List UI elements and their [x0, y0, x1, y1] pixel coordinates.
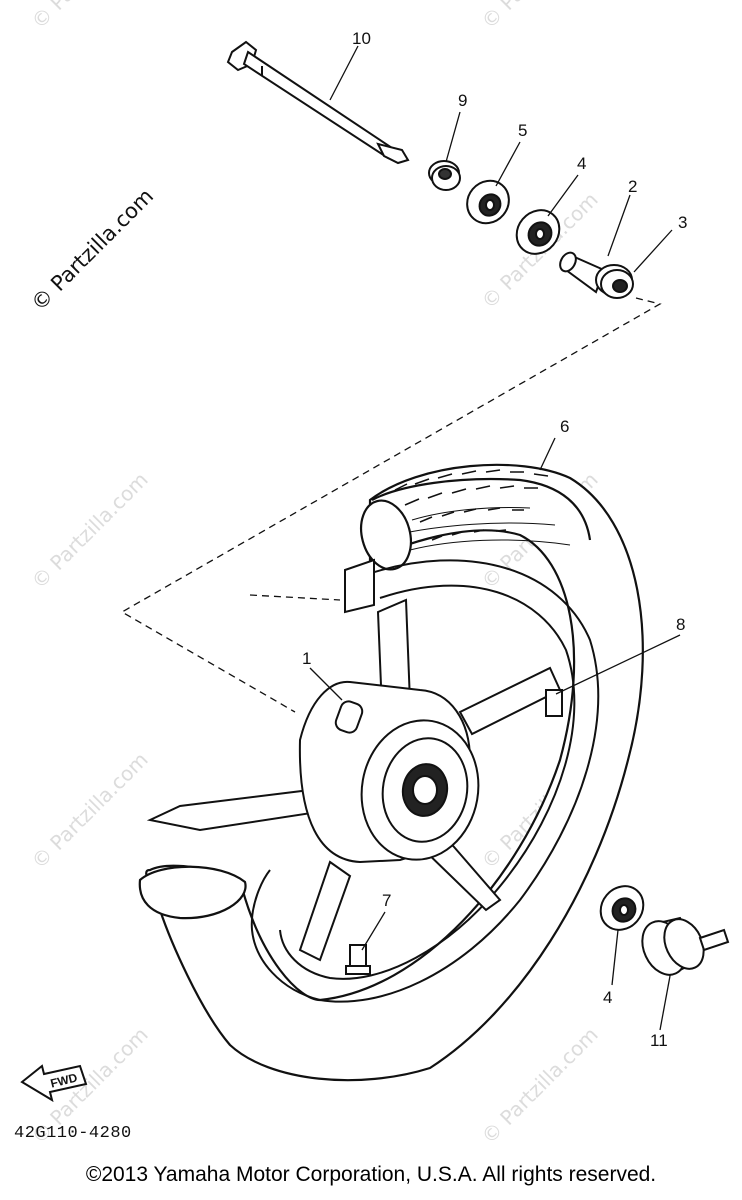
tire-tread-pattern: [394, 469, 549, 541]
callout-numbers: 10 9 5 4 2 3 6 8 1 7 4 11: [302, 29, 687, 1050]
part-balance-weight: [545, 689, 563, 717]
watermark-text: © Partzilla.com: [27, 0, 153, 34]
part-bearing-5: [466, 179, 510, 225]
callout-3: 3: [678, 213, 687, 232]
part-collar: [428, 160, 461, 191]
callout-2: 2: [628, 177, 637, 196]
watermark-text: © Partzilla.com: [27, 747, 153, 873]
watermark-text: © Partzilla.com: [477, 1022, 603, 1148]
callout-10: 10: [352, 29, 371, 48]
diagram-code: 42G110-4280: [14, 1124, 132, 1143]
assembly-dash-lines: [120, 297, 662, 713]
part-bearing-4-upper: [515, 209, 561, 255]
forward-arrow: FWD: [20, 1064, 88, 1103]
callout-6: 6: [560, 417, 569, 436]
part-spacer: [559, 251, 634, 299]
callout-11: 11: [650, 1031, 668, 1050]
callout-7: 7: [382, 891, 391, 910]
part-axle: [226, 40, 410, 165]
callout-5: 5: [518, 121, 527, 140]
callout-1: 1: [302, 649, 311, 668]
copyright-notice: ©2013 Yamaha Motor Corporation, U.S.A. A…: [85, 1163, 657, 1186]
partzilla-watermark: © Partzilla.com: [27, 184, 159, 316]
fwd-label: FWD: [49, 1070, 79, 1090]
watermark-text: © Partzilla.com: [27, 467, 153, 593]
callout-9: 9: [458, 91, 467, 110]
callout-leaders: [309, 45, 681, 1031]
watermark-text: © Partzilla.com: [477, 0, 603, 34]
callout-4: 4: [577, 154, 586, 173]
callout-4: 4: [603, 988, 612, 1007]
part-valve: [345, 944, 371, 975]
part-bearing-4-lower: [599, 885, 645, 931]
part-collar-11: [641, 916, 730, 977]
part-tire: [138, 463, 644, 1082]
callout-8: 8: [676, 615, 685, 634]
